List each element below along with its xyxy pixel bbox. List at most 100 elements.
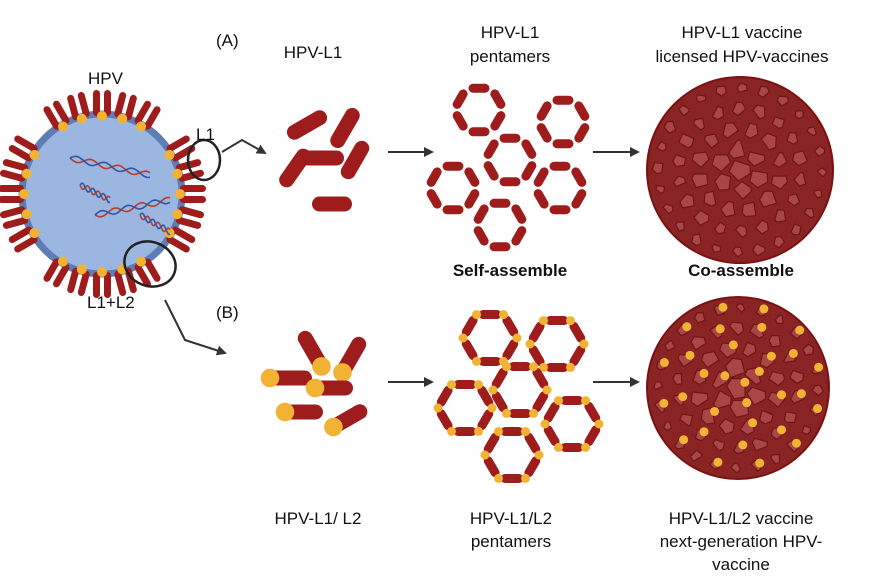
l2-dot	[738, 440, 748, 450]
l1l2-pentamer	[488, 362, 552, 418]
capsomere	[695, 94, 707, 103]
capsid-spike	[43, 256, 70, 288]
capsomere	[651, 161, 664, 175]
capsomere	[673, 175, 687, 188]
l1l2-monomer	[305, 378, 353, 398]
capsomere	[731, 246, 744, 258]
capsomere	[813, 145, 826, 158]
capsomere	[679, 193, 695, 209]
l1l2-pentamers	[433, 310, 604, 483]
l2-dot	[474, 380, 483, 390]
capsomere	[741, 341, 757, 358]
l1-pentamer	[426, 161, 480, 215]
capsomere	[690, 335, 707, 351]
l1-pentamer	[452, 83, 506, 137]
capsomere	[803, 207, 815, 219]
capsomere	[769, 453, 781, 465]
l2-dot	[58, 256, 68, 267]
l1-pentamers	[426, 83, 590, 252]
l1-monomer	[312, 196, 352, 212]
l1-pentamer	[473, 198, 527, 252]
capsomere	[792, 150, 809, 167]
l2-dot	[333, 363, 352, 382]
capsomere	[713, 221, 727, 235]
capsomere	[691, 233, 702, 247]
l2-dot	[488, 385, 498, 395]
capsomere	[655, 185, 665, 195]
row-b-vaccine-label-3: vaccine	[712, 555, 770, 574]
capsid-spike	[0, 159, 32, 182]
l2-dot	[487, 403, 497, 413]
capsid-spike	[172, 206, 204, 229]
capsomere	[768, 371, 786, 387]
l2-dot	[682, 322, 692, 332]
l2-dot	[540, 419, 550, 429]
capsomere	[656, 140, 667, 153]
l2-dot	[777, 425, 787, 435]
capsid-spike	[175, 185, 206, 203]
capsomere	[728, 321, 745, 337]
l2-dot	[788, 348, 798, 358]
l2-dot	[755, 458, 765, 468]
l2-dot	[594, 419, 604, 429]
row-b-monomer-label: HPV-L1/ L2	[274, 509, 362, 528]
row-a-pentamer-label-1: HPV-L1	[480, 23, 540, 42]
capsid-spike	[0, 185, 29, 203]
capsomere	[671, 372, 683, 386]
capsomere	[747, 151, 766, 167]
l1-monomer	[330, 107, 360, 149]
capsomere	[758, 409, 774, 425]
capsomere	[690, 391, 709, 408]
capsomere	[732, 180, 752, 200]
l2-dot	[748, 418, 758, 428]
capsomere	[691, 151, 710, 169]
l2-dot	[757, 322, 767, 332]
row-a-vaccine-label-1: HPV-L1 vaccine	[681, 23, 803, 42]
capsomere	[674, 221, 685, 232]
l2-dot	[305, 378, 325, 398]
l1l2-pentamer	[458, 310, 522, 366]
capsomere	[741, 201, 757, 218]
capsid-spike	[8, 226, 40, 253]
l2-dot	[710, 406, 720, 416]
capsomere	[712, 438, 726, 452]
capsomere	[746, 386, 767, 407]
capsomere	[774, 209, 787, 223]
l1-pentamer	[533, 161, 587, 215]
l1-callout-label: L1	[196, 125, 215, 144]
capsomere	[760, 132, 777, 151]
arrow-to-l1l2	[164, 299, 227, 356]
l2-dot	[472, 310, 481, 320]
capsid-spike	[93, 90, 111, 121]
capsomere	[787, 193, 801, 207]
l2-dot	[554, 442, 563, 452]
row-a-pentamer-label-2: pentamers	[469, 47, 551, 66]
l2-dot	[29, 150, 40, 160]
capsomere	[749, 169, 769, 189]
capsomere	[801, 425, 812, 436]
l1-monomer	[300, 150, 344, 166]
l1l2-monomer	[275, 402, 323, 422]
capsomere	[703, 133, 720, 149]
l1l2-callout-circle	[123, 240, 177, 288]
capsomere	[772, 151, 788, 169]
capsomere	[751, 437, 768, 452]
l2-dot	[581, 442, 590, 452]
l1-callout-circle	[186, 138, 222, 182]
l2-dot	[581, 396, 590, 406]
l1-pentamer	[483, 133, 537, 187]
l1l2-monomer	[333, 336, 367, 382]
hpv-virion	[0, 90, 206, 298]
l2-dot	[480, 450, 490, 460]
capsid-spike	[93, 267, 111, 298]
capsomere	[700, 350, 720, 369]
l1l2-pentamer	[433, 380, 497, 436]
l2-dot	[175, 189, 185, 199]
viral-dna	[69, 155, 171, 236]
l2-dot	[766, 351, 776, 361]
l2-dot	[76, 113, 87, 124]
capsid-spike	[134, 100, 161, 132]
capsomere	[771, 115, 786, 130]
capsomere	[718, 418, 735, 435]
l2-dot	[458, 333, 468, 343]
